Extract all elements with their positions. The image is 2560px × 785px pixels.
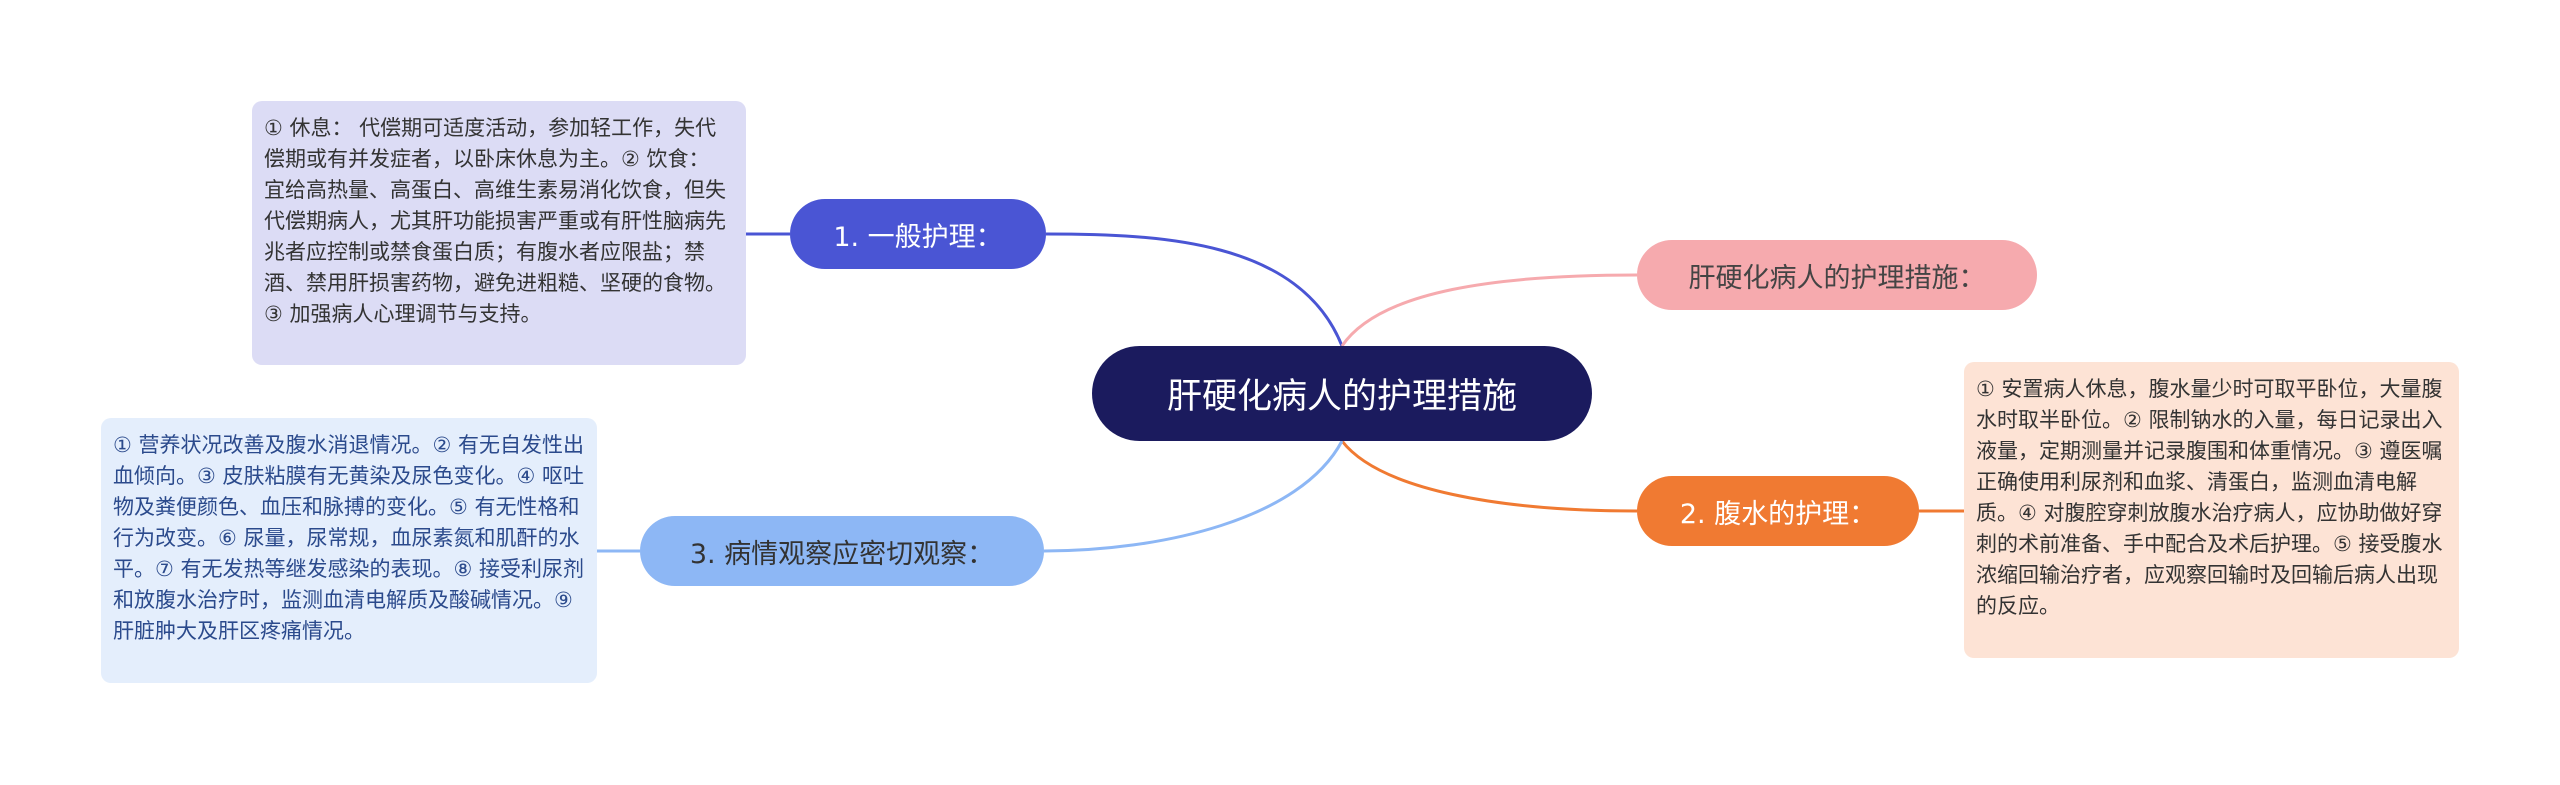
branch-care-measures[interactable]: 肝硬化病人的护理措施： xyxy=(1637,240,2037,310)
connector-branch-observation xyxy=(1043,440,1344,553)
connector-branch-general-care xyxy=(1045,232,1344,347)
detail-general-care-text: ① 休息： 代偿期可适度活动，参加轻工作，失代偿期或有并发症者，以卧床休息为主。… xyxy=(264,116,726,326)
detail-observation-text: ① 营养状况改善及腹水消退情况。② 有无自发性出血倾向。③ 皮肤粘膜有无黄染及尿… xyxy=(113,433,585,643)
branch-ascites-care-label: 2. 腹水的护理： xyxy=(1679,498,1877,530)
root-topic-label: 肝硬化病人的护理措施 xyxy=(1166,377,1517,417)
branch-general-care-label: 1. 一般护理： xyxy=(833,221,1003,253)
connector-branch-measures xyxy=(1340,273,1638,347)
detail-general-care[interactable]: ① 休息： 代偿期可适度活动，参加轻工作，失代偿期或有并发症者，以卧床休息为主。… xyxy=(252,101,746,365)
branch-general-care[interactable]: 1. 一般护理： xyxy=(790,199,1046,269)
detail-ascites-care-text: ① 安置病人休息，腹水量少时可取平卧位，大量腹水时取半卧位。② 限制钠水的入量，… xyxy=(1976,377,2443,618)
detail-ascites-care[interactable]: ① 安置病人休息，腹水量少时可取平卧位，大量腹水时取半卧位。② 限制钠水的入量，… xyxy=(1964,362,2459,658)
connector-branch-ascites xyxy=(1340,440,1638,513)
root-topic[interactable]: 肝硬化病人的护理措施 xyxy=(1092,346,1592,441)
branch-observation[interactable]: 3. 病情观察应密切观察： xyxy=(640,516,1044,586)
branch-care-measures-label: 肝硬化病人的护理措施： xyxy=(1688,262,1986,294)
branch-observation-label: 3. 病情观察应密切观察： xyxy=(689,538,995,570)
detail-observation[interactable]: ① 营养状况改善及腹水消退情况。② 有无自发性出血倾向。③ 皮肤粘膜有无黄染及尿… xyxy=(101,418,597,683)
branch-ascites-care[interactable]: 2. 腹水的护理： xyxy=(1637,476,1919,546)
